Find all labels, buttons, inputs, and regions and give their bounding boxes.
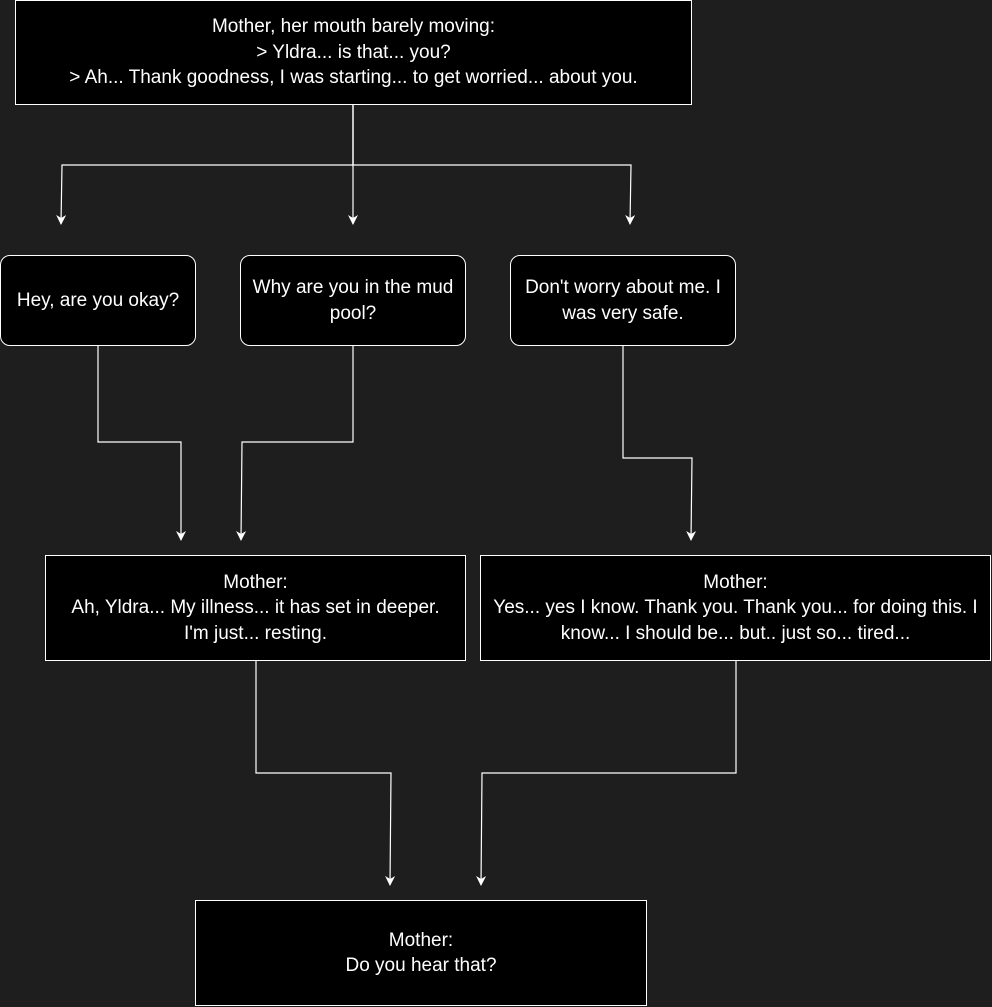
edge-choice-okay-to-illness	[97, 346, 186, 541]
dialogue-node-opening-text: Mother, her mouth barely moving: > Yldra…	[69, 16, 638, 89]
edge-choice-mud-to-illness	[236, 346, 354, 541]
edge-opening-to-choice-okay	[56, 105, 354, 225]
choice-node-are-you-okay: Hey, are you okay?	[0, 255, 196, 346]
dialogue-node-tired: Mother: Yes... yes I know. Thank you. Th…	[480, 555, 991, 661]
dialogue-node-hear-that-text: Mother: Do you hear that?	[345, 929, 497, 977]
edge-illness-to-hear	[255, 661, 396, 886]
edge-opening-to-choice-safe	[352, 105, 636, 225]
dialogue-node-illness-text: Mother: Ah, Yldra... My illness... it ha…	[71, 571, 440, 644]
dialogue-node-hear-that: Mother: Do you hear that?	[195, 900, 647, 1006]
choice-node-are-you-okay-text: Hey, are you okay?	[16, 289, 180, 311]
choice-node-very-safe: Don't worry about me. I was very safe.	[510, 255, 736, 346]
choice-node-mud-pool: Why are you in the mud pool?	[240, 255, 466, 346]
edge-choice-safe-to-tired	[622, 346, 697, 541]
dialogue-node-illness: Mother: Ah, Yldra... My illness... it ha…	[45, 555, 466, 661]
edge-tired-to-hear	[476, 661, 737, 886]
choice-node-very-safe-text: Don't worry about me. I was very safe.	[525, 277, 721, 324]
dialogue-node-opening: Mother, her mouth barely moving: > Yldra…	[15, 0, 692, 105]
choice-node-mud-pool-text: Why are you in the mud pool?	[252, 277, 454, 324]
dialogue-node-tired-text: Mother: Yes... yes I know. Thank you. Th…	[493, 571, 978, 644]
